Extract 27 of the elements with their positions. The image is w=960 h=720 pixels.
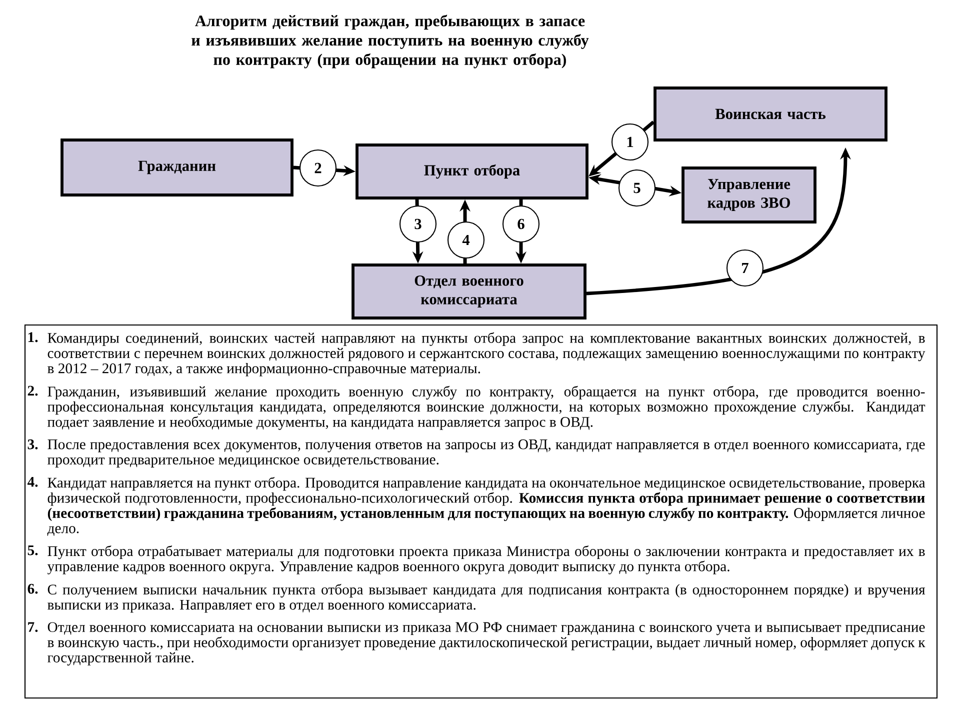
process-box: Воинская часть bbox=[654, 86, 888, 142]
paragraph: После предоставления всех документов, получения ответов на запросы из ОВД, кандидат направляется в отдел военного комиссариата, где проходит предварительное медицинское освидетельствование. bbox=[48, 439, 925, 468]
edge-label: 3 bbox=[399, 205, 437, 243]
paragraph: Командиры соединений, воинских частей направляют на пункты отбора запрос на комплектование вакантных воинских должностей, в соответствии с перечнем воинских должностей рядового и сержантского состава, подлежащих замещению военнослужащими по контракту в 2012 – 2017 годах, а также информационно-справочные материалы. bbox=[48, 332, 926, 376]
item-number: 7. bbox=[28, 622, 38, 632]
edge-label: 6 bbox=[502, 205, 540, 243]
paragraph: Гражданин, изъявивший желание проходить военную службу по контракту, обращается на пункт отбора, где проводится военно-профессиональная консультация кандидата, определяются воинские должности, на которых возможно прохождение службы. Кандидат подает заявление и необходимые документы, на кандидата направляется запрос в ОВД. bbox=[48, 386, 926, 430]
process-box: Отдел военного комиссариата bbox=[352, 264, 586, 320]
edge-label: 2 bbox=[299, 149, 337, 187]
item-number: 5. bbox=[28, 545, 38, 556]
process-box: Гражданин bbox=[60, 138, 294, 196]
paragraph: С получением выписки начальник пункта отбора вызывает кандидата для подписания контракта (в одностороннем порядке) и вручения выписки из приказа. Направляет его в отдел военного комиссариата. bbox=[48, 584, 926, 613]
edge-label: 4 bbox=[447, 221, 485, 259]
paragraph: Отдел военного комиссариата на основании выписки из приказа МО РФ снимает гражданина с воинского учета и выписывает предписание в воинскую часть., при необходимости организует проведение дактилоскопической регистрации, выдает личный номер, оформляет допуск к государственной тайне. bbox=[48, 622, 926, 666]
edge-label: 7 bbox=[726, 249, 764, 287]
item-number: 6. bbox=[28, 584, 38, 594]
title: Алгоритм действий граждан, пребывающих в запасе и изъявивших желание поступить на военную службу по контракту (при обращении на пункт отбора) bbox=[192, 14, 589, 68]
edge-label: 1 bbox=[611, 123, 649, 161]
item-number: 4. bbox=[27, 477, 38, 487]
process-box: Пункт отбора bbox=[356, 144, 588, 200]
process-box: Управление кадров ЗВО bbox=[682, 166, 816, 224]
item-number: 2. bbox=[28, 386, 38, 396]
edge-label: 5 bbox=[618, 169, 656, 207]
item-number: 3. bbox=[28, 439, 38, 450]
item-number: 1. bbox=[28, 332, 38, 342]
paragraph: Кандидат направляется на пункт отбора. Проводится направление кандидата на окончательное медицинское освидетельствование, проверка физической подготовленности, профессионально-психологический отбор. Комиссия пункта отбора принимает решение о соответствии (несоответствии) гражданина требованиям, установленным для поступающих на военную службу по контракту. Оформляется личное дело. bbox=[47, 476, 926, 536]
paragraph: Пункт отбора отрабатывает материалы для подготовки проекта приказа Министра обороны о заключении контракта и предоставляет их в управление кадров военного округа. Управление кадров военного округа доводит выписку до пункта отбора. bbox=[47, 545, 925, 574]
